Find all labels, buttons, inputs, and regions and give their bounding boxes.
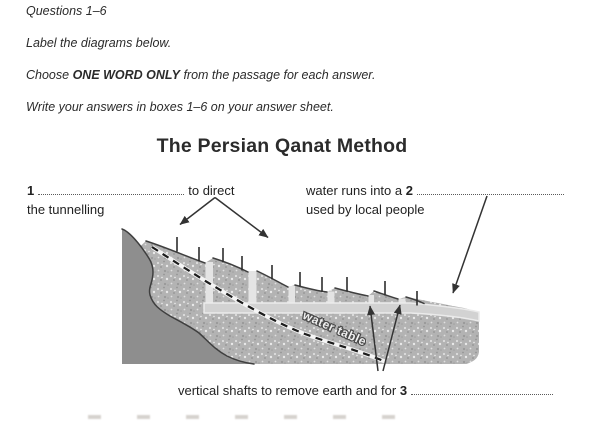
arrow-label1-left: [179, 196, 216, 226]
answer-label-2: water runs into a 2 used by local people: [306, 181, 568, 219]
choose-bold-phrase: ONE WORD ONLY: [72, 68, 180, 82]
terrace-top: [334, 287, 369, 297]
answer-2-text: water runs into a: [306, 183, 403, 198]
terrace-top: [212, 257, 249, 273]
terrace-top: [405, 296, 425, 305]
surface-outlines: [145, 240, 425, 305]
instruction-label-diagrams: Label the diagrams below.: [26, 36, 172, 50]
instruction-choose: Choose ONE WORD ONLY from the passage fo…: [26, 68, 375, 83]
answer-3-text: vertical shafts to remove earth and for: [178, 383, 397, 398]
shaft-poles: [176, 237, 418, 306]
qanat-tunnel: [203, 302, 480, 322]
answer-2-blank: [416, 184, 564, 195]
questions-heading: Questions 1–6: [26, 4, 107, 18]
diagram-title: The Persian Qanat Method: [156, 135, 408, 157]
terrace-top: [373, 290, 399, 300]
answer-1-blank: [38, 184, 185, 195]
terrace-top: [294, 284, 328, 293]
annotation-arrows: [179, 195, 488, 372]
arrow-label1-right: [214, 196, 269, 239]
answer-3-blank: [411, 384, 554, 395]
arrow-label2: [452, 195, 488, 294]
terrace-top: [256, 270, 289, 288]
shaft-opening: [248, 271, 257, 305]
answer-2-number: 2: [405, 183, 413, 198]
answer-3-number: 3: [399, 383, 408, 398]
choose-pre: Choose: [26, 68, 73, 82]
answer-label-3: vertical shafts to remove earth and for …: [178, 381, 557, 400]
bedrock-outline: [121, 228, 255, 365]
cut-off-next-line-artifact: [88, 415, 403, 419]
choose-post: from the passage for each answer.: [179, 68, 376, 82]
answer-1-line2: the tunnelling: [27, 202, 105, 217]
answer-2-line2: used by local people: [306, 202, 425, 217]
bedrock-shape: [122, 229, 254, 364]
answer-1-number: 1: [27, 183, 35, 198]
shaft-opening: [288, 286, 295, 305]
shaft-opening: [368, 295, 374, 305]
water-table-line: [151, 246, 387, 364]
shaft-opening: [398, 298, 406, 306]
answer-label-1: 1 to direct the tunnelling: [27, 181, 234, 219]
answer-1-text: to direct: [188, 183, 235, 198]
shaft-opening: [327, 291, 335, 306]
answer-2-line1: water runs into a 2: [306, 183, 568, 198]
answer-1-line1: 1 to direct: [27, 183, 234, 198]
arrow-label3-right: [382, 304, 402, 372]
terrace-top: [145, 240, 206, 264]
arrow-label3-left: [367, 305, 379, 372]
instruction-write-answers: Write your answers in boxes 1–6 on your …: [26, 100, 334, 114]
